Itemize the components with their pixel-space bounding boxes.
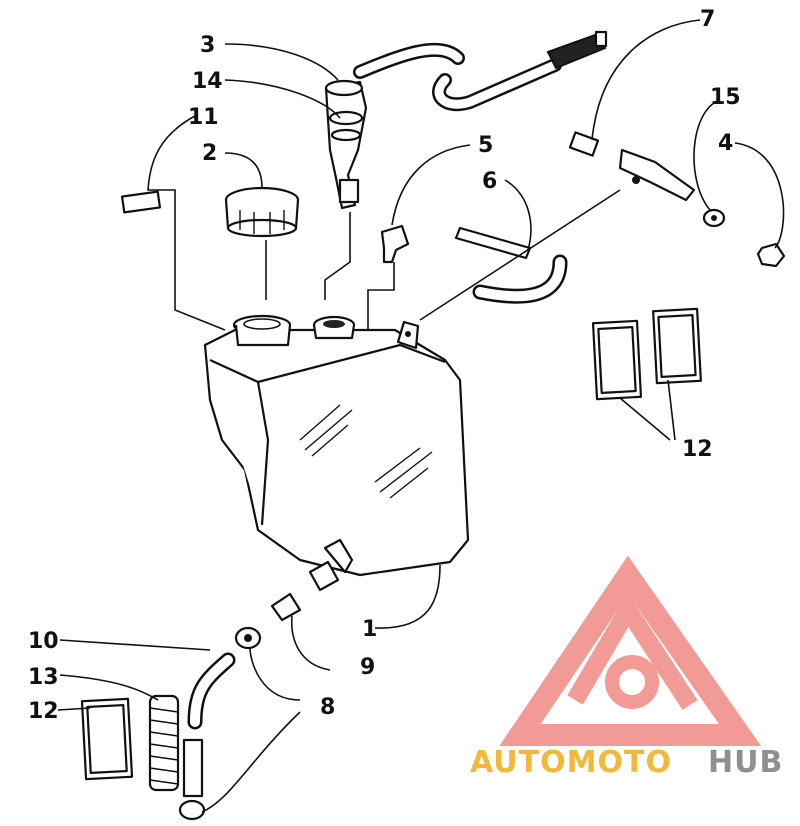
hose-spring [148,694,180,792]
callout-5: 5 [478,133,493,158]
callout-10: 10 [28,629,59,654]
callout-numbers: 3 14 11 2 5 6 7 15 4 12 1 9 8 10 13 12 [28,7,741,724]
level-sensor [324,79,368,210]
callout-11: 11 [188,105,219,130]
elbow-fitting [380,224,410,264]
outlet-hose [182,652,236,798]
callout-12-upper: 12 [682,437,713,462]
sensor-harness [353,30,608,112]
vent-hose [454,226,568,304]
callout-13: 13 [28,665,59,690]
outlet-fittings [178,560,340,821]
callout-15: 15 [710,85,741,110]
callout-12-lower: 12 [28,699,59,724]
label-decal-small [120,190,162,214]
oil-tank [203,314,470,577]
decal-set [80,307,702,781]
callout-3: 3 [200,33,215,58]
watermark-text-part2: HUB [708,745,783,780]
watermark-logo [499,555,762,746]
callout-7: 7 [700,7,715,32]
callout-4: 4 [718,131,733,156]
filler-cap [224,186,300,238]
callout-6: 6 [482,169,497,194]
callout-14: 14 [192,69,223,94]
watermark-text-part1: AUTOMOTO [470,745,672,780]
callout-9: 9 [360,655,375,680]
callout-2: 2 [202,141,217,166]
leader-lines [57,19,785,813]
mount-hardware [568,131,786,268]
callout-1: 1 [362,617,377,642]
callout-8: 8 [320,695,335,720]
